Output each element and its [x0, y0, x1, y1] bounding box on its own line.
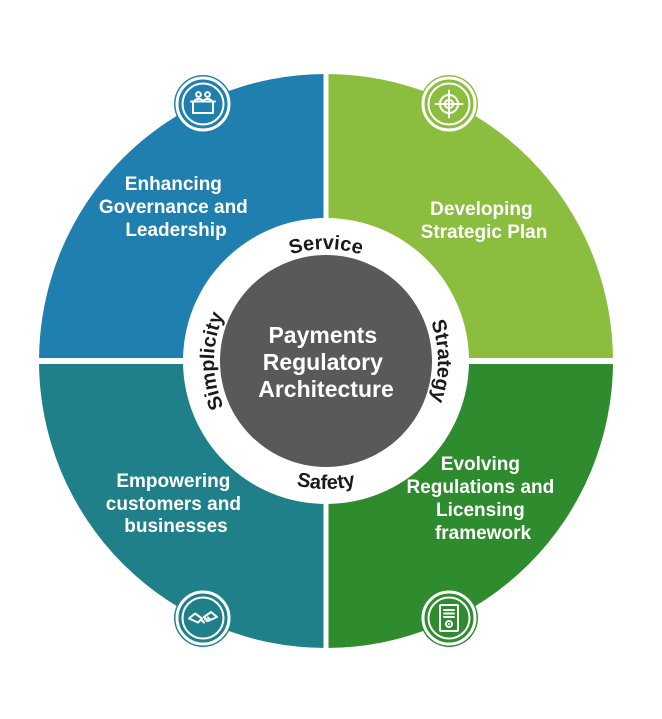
- ring-label-safety-text: Safety: [295, 469, 357, 494]
- document-glyph: [439, 604, 459, 632]
- icon-inner-ring: [181, 596, 225, 640]
- center-circle: [220, 255, 432, 467]
- handshake-glyph: [188, 611, 218, 624]
- label-line: Enhancing: [125, 174, 222, 195]
- label-line: Empowering: [116, 471, 230, 492]
- podium-panel-glyph: [190, 91, 216, 114]
- label-line: Evolving: [441, 454, 520, 475]
- ring-label-safety: Safety: [295, 469, 357, 494]
- center-title: Payments Regulatory Architecture: [258, 322, 393, 402]
- target-icon: [420, 75, 478, 133]
- center-title-line: Architecture: [258, 376, 393, 402]
- target-glyph: [434, 89, 464, 119]
- label-line: Leadership: [125, 220, 226, 241]
- center-title-line: Regulatory: [263, 349, 383, 375]
- label-top-left: Enhancing Governance and Leadership: [99, 174, 253, 241]
- label-top-right: Developing Strategic Plan: [421, 199, 548, 243]
- podium-panel-icon: [174, 75, 232, 133]
- icon-outer-ring: [175, 76, 231, 132]
- label-line: Strategic Plan: [421, 222, 548, 243]
- document-icon: [420, 589, 478, 647]
- label-line: businesses: [124, 516, 228, 537]
- label-line: Licensing: [436, 500, 525, 521]
- handshake-icon: [174, 589, 232, 647]
- icon-inner-ring: [181, 82, 225, 126]
- label-line: customers and: [106, 494, 241, 515]
- icon-outer-ring: [421, 76, 477, 132]
- center-title-line: Payments: [268, 322, 377, 348]
- label-bottom-right: Evolving Regulations and Licensing frame…: [406, 454, 559, 544]
- label-line: Developing: [430, 199, 532, 220]
- label-line: framework: [435, 523, 532, 544]
- label-bottom-left: Empowering customers and businesses: [106, 471, 246, 537]
- icon-inner-ring: [427, 82, 471, 126]
- icon-outer-ring: [421, 590, 477, 646]
- label-line: Regulations and: [406, 477, 554, 498]
- icon-outer-ring: [175, 590, 231, 646]
- label-line: Governance and: [99, 197, 248, 218]
- icon-inner-ring: [427, 596, 471, 640]
